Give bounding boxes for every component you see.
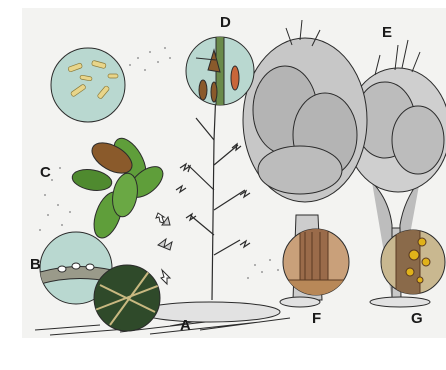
label-a: A <box>180 318 191 333</box>
spore-disc <box>51 48 125 122</box>
label-b: B <box>30 257 41 272</box>
label-f: F <box>312 311 321 326</box>
label-e: E <box>382 25 392 40</box>
label-c: C <box>40 165 51 180</box>
label-d: D <box>220 15 231 30</box>
label-g: G <box>411 311 423 326</box>
